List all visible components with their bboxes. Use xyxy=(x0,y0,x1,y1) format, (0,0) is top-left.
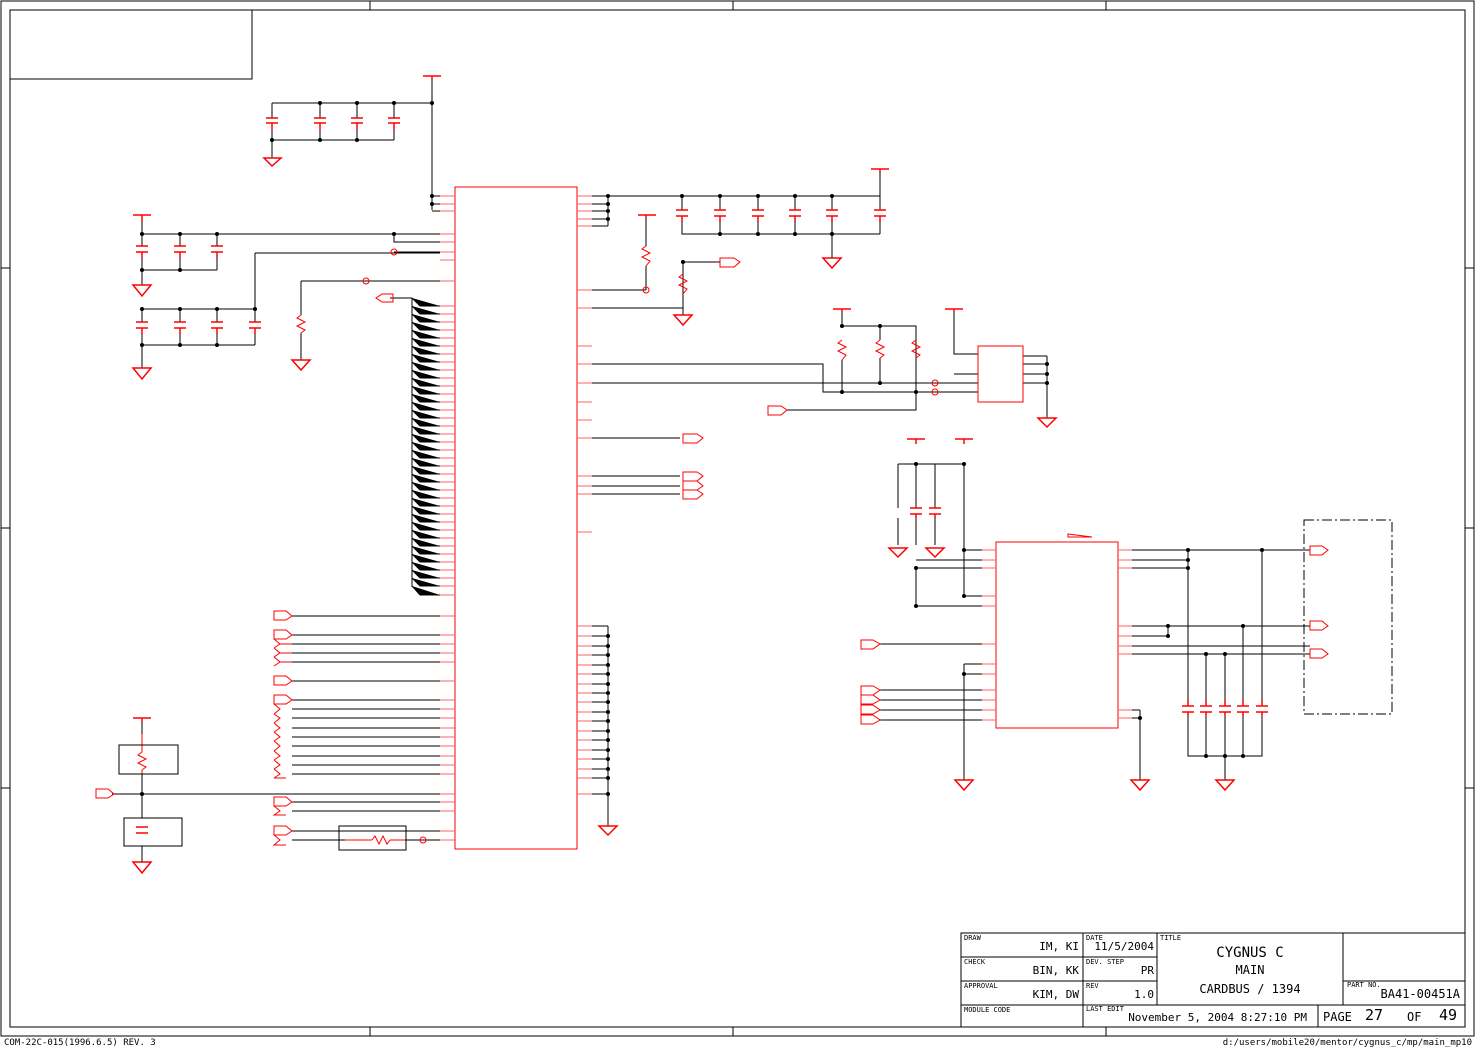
draw-value: IM, KI xyxy=(1039,940,1079,953)
page-total: 49 xyxy=(1439,1006,1457,1024)
main-controller-ic xyxy=(454,186,578,850)
main-ic-left-pins xyxy=(440,195,455,841)
dev-step-value: PR xyxy=(1141,964,1155,977)
date-value: 11/5/2004 xyxy=(1094,940,1154,953)
ground-wires-extra xyxy=(897,463,916,545)
bus-entries xyxy=(411,297,440,596)
ic-u2 xyxy=(977,345,1024,403)
approval-label: APPROVAL xyxy=(964,982,998,990)
file-path: d:/users/mobile20/mentor/cygnus_c/mp/mai… xyxy=(1223,1038,1472,1047)
dev-step-label: DEV. STEP xyxy=(1086,958,1124,966)
part-no-label: PART NO. xyxy=(1347,981,1381,989)
title-block xyxy=(960,932,1466,1028)
last-edit-label: LAST EDIT xyxy=(1086,1005,1125,1013)
title-line-2: MAIN xyxy=(1236,963,1265,977)
rev-value: 1.0 xyxy=(1134,988,1154,1001)
module-code-label: MODULE CODE xyxy=(964,1006,1010,1014)
main-ic-right-pins xyxy=(577,195,592,795)
power-symbols xyxy=(133,75,973,722)
capacitors xyxy=(136,117,1268,834)
last-edit-value: November 5, 2004 8:27:10 PM xyxy=(1128,1011,1307,1024)
part-no-value: BA41-00451A xyxy=(1381,987,1461,1001)
page-number: 27 xyxy=(1365,1006,1383,1024)
draw-label: DRAW xyxy=(964,934,982,942)
of-label: OF xyxy=(1407,1010,1421,1024)
net-flags xyxy=(95,257,1329,846)
title-label: TITLE xyxy=(1160,934,1181,942)
resistors xyxy=(136,245,922,846)
page-label: PAGE xyxy=(1323,1010,1352,1024)
ground-symbols xyxy=(131,157,1236,875)
check-value: BIN, KK xyxy=(1033,964,1080,977)
component-outlines xyxy=(118,744,407,851)
title-block-text: DRAW IM, KI CHECK BIN, KK APPROVAL KIM, … xyxy=(964,934,1461,1024)
approval-value: KIM, DW xyxy=(1033,988,1080,1001)
rev-label: REV xyxy=(1086,982,1099,990)
connector-1394 xyxy=(1303,519,1393,715)
form-code: COM-22C-015(1996.6.5) REV. 3 xyxy=(4,1038,156,1047)
title-line-1: CYGNUS C xyxy=(1216,945,1283,961)
wires xyxy=(112,78,1310,862)
revision-box xyxy=(9,9,253,80)
pin-markers xyxy=(362,248,939,844)
ic-u3 xyxy=(982,533,1132,729)
junctions xyxy=(140,101,1264,796)
title-line-3: CARDBUS / 1394 xyxy=(1199,982,1300,996)
date-label: DATE xyxy=(1086,934,1103,942)
check-label: CHECK xyxy=(964,958,986,966)
